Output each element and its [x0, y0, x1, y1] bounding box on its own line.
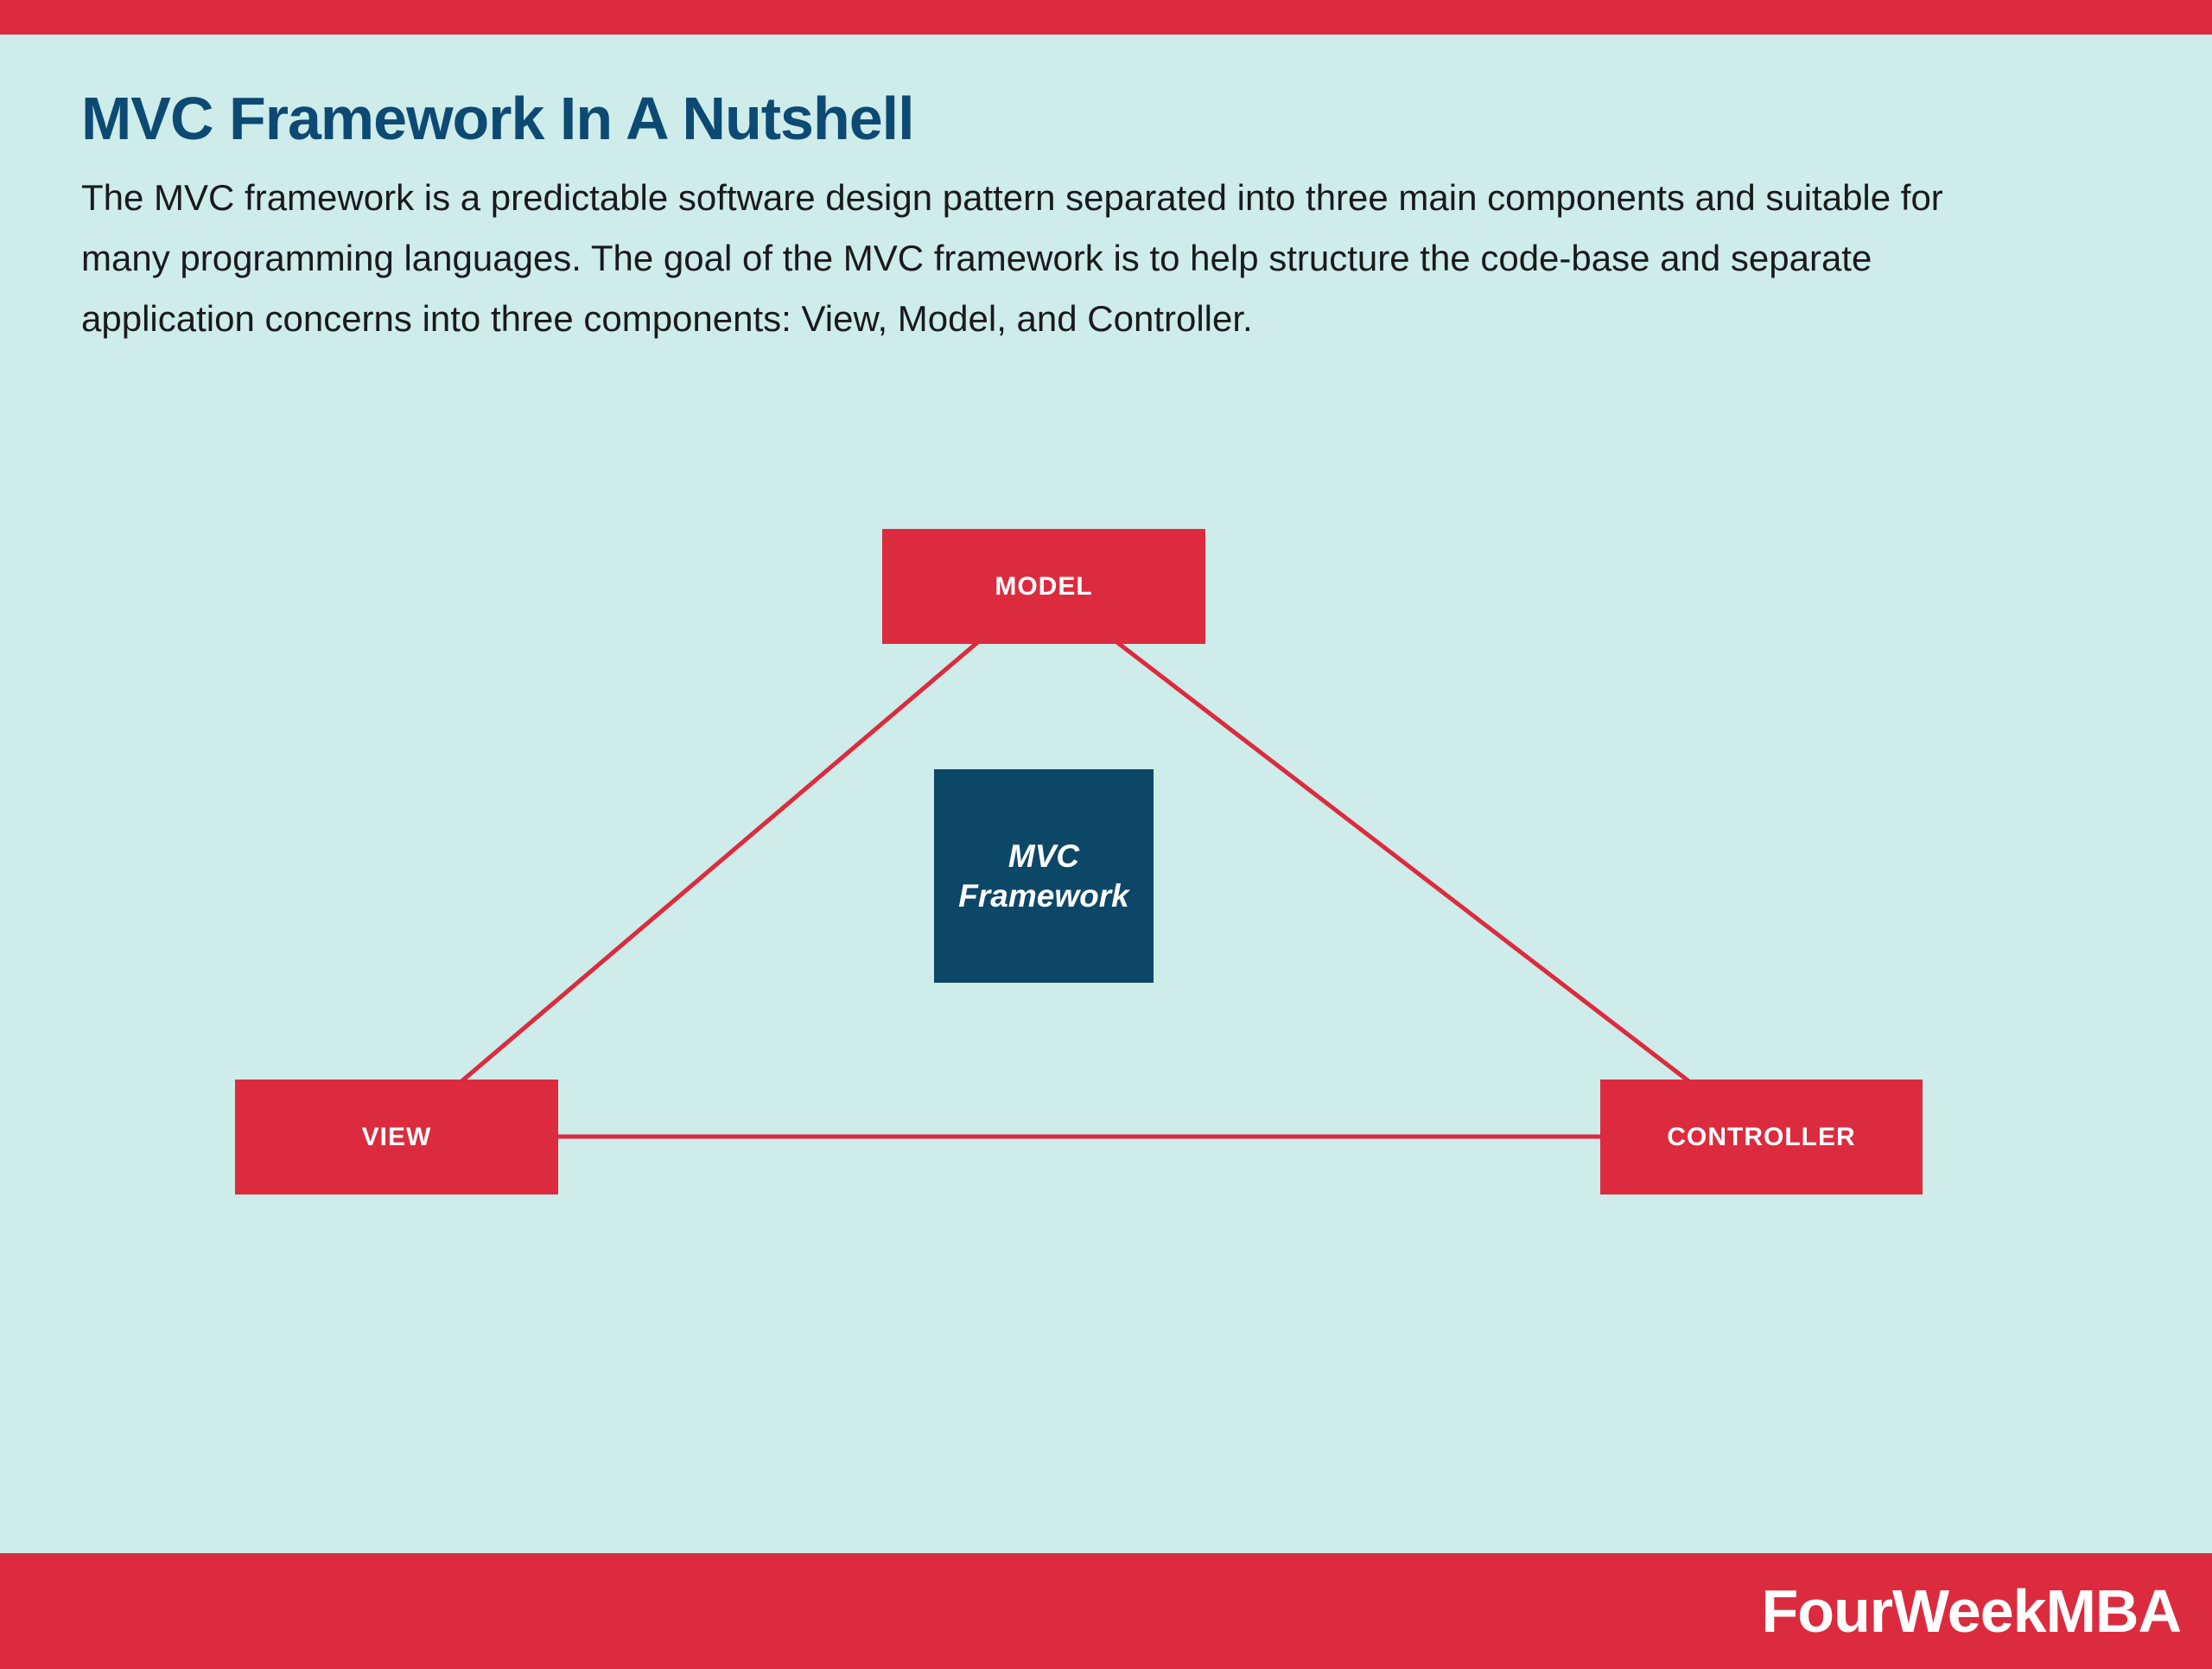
- top-accent-bar: [0, 0, 2212, 35]
- brand-logo: FourWeekMBA: [1761, 1577, 2182, 1645]
- node-controller: CONTROLLER: [1600, 1080, 1923, 1194]
- node-view-label: VIEW: [361, 1122, 432, 1151]
- center-box-label-line2: Framework: [958, 877, 1129, 914]
- node-model: MODEL: [882, 529, 1205, 644]
- page-description: The MVC framework is a predictable softw…: [81, 177, 1943, 339]
- center-box-label-line1: MVC: [1007, 838, 1080, 875]
- node-view: VIEW: [235, 1080, 558, 1194]
- edge-model-controller: [1042, 584, 1763, 1138]
- footer-bar: FourWeekMBA: [0, 1553, 2212, 1669]
- edge-model-view: [395, 584, 1046, 1138]
- node-model-label: MODEL: [995, 571, 1093, 601]
- center-framework-box: MVC Framework: [934, 769, 1154, 983]
- page-title: MVC Framework In A Nutshell: [81, 84, 915, 152]
- node-controller-label: CONTROLLER: [1667, 1122, 1856, 1151]
